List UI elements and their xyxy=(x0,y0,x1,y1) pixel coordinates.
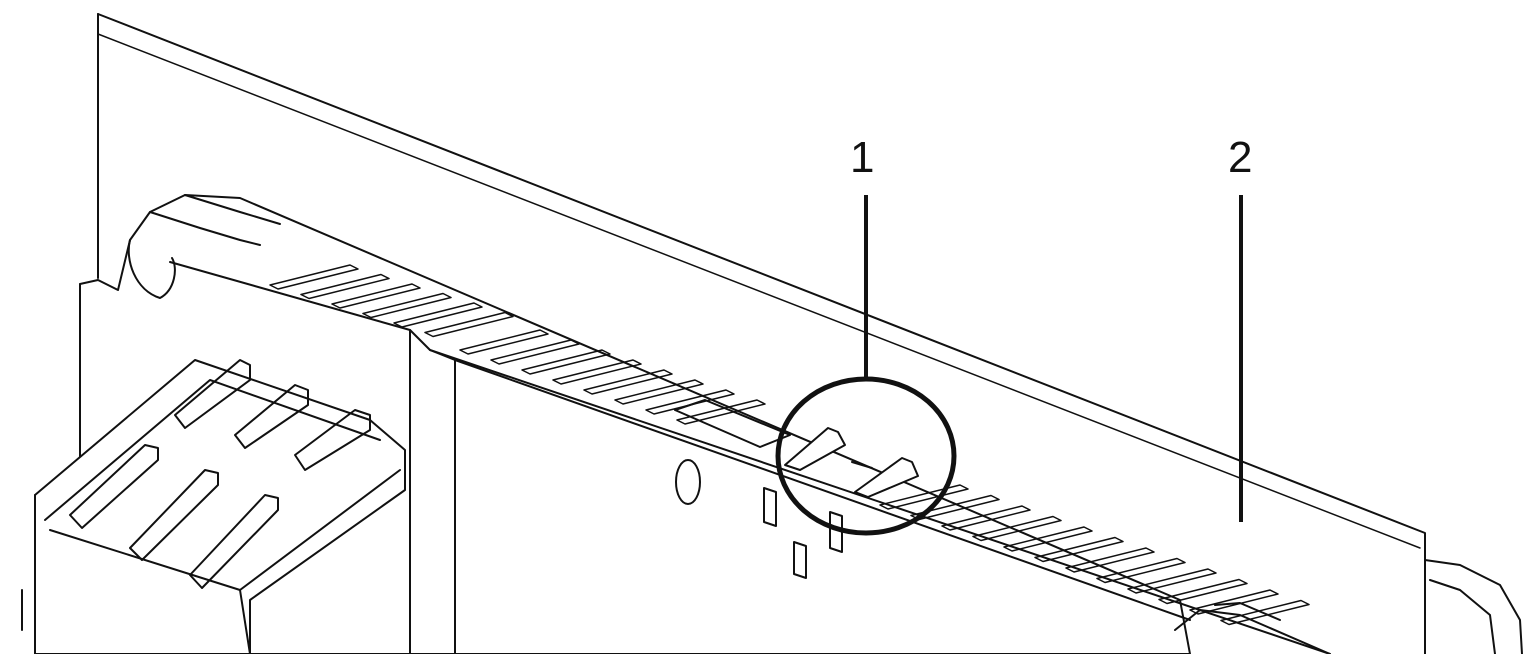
vent-slot xyxy=(1096,557,1186,584)
vent-slot xyxy=(1220,599,1310,626)
callout-2: 2 xyxy=(1228,133,1252,522)
indicator-features xyxy=(675,459,843,579)
vent-slot xyxy=(1065,547,1155,573)
vent-slot xyxy=(362,292,452,319)
callout-2-label: 2 xyxy=(1228,133,1252,182)
vent-slot xyxy=(331,283,421,309)
vent-slot xyxy=(972,515,1062,542)
callout-1-label: 1 xyxy=(850,133,874,182)
vent-slot xyxy=(1003,526,1093,552)
vent-slot xyxy=(676,399,766,425)
vent-slot xyxy=(941,505,1031,531)
vent-slot xyxy=(1158,578,1248,605)
vent-slot xyxy=(879,484,969,510)
connector-block xyxy=(21,359,406,654)
housing-body xyxy=(79,194,1331,654)
vent-slot xyxy=(521,349,611,375)
vent-slot xyxy=(1034,536,1124,563)
vent-slot xyxy=(459,329,549,355)
vent-slot xyxy=(269,264,359,290)
vent-slot xyxy=(583,369,673,395)
vent-slot xyxy=(645,389,735,415)
vent-slot xyxy=(300,273,390,300)
callout-1-circle xyxy=(775,376,957,536)
right-connector xyxy=(1174,559,1523,654)
vent-slot xyxy=(424,311,514,338)
vent-slot xyxy=(393,302,483,328)
vent-slot xyxy=(552,359,642,385)
vent-slot xyxy=(614,379,704,405)
label-window xyxy=(674,399,791,448)
vent-slot xyxy=(1127,568,1217,594)
mounting-plate xyxy=(97,13,1426,654)
vent-slot xyxy=(490,339,580,365)
latch-tabs xyxy=(784,427,919,498)
callout-1: 1 xyxy=(775,133,957,536)
